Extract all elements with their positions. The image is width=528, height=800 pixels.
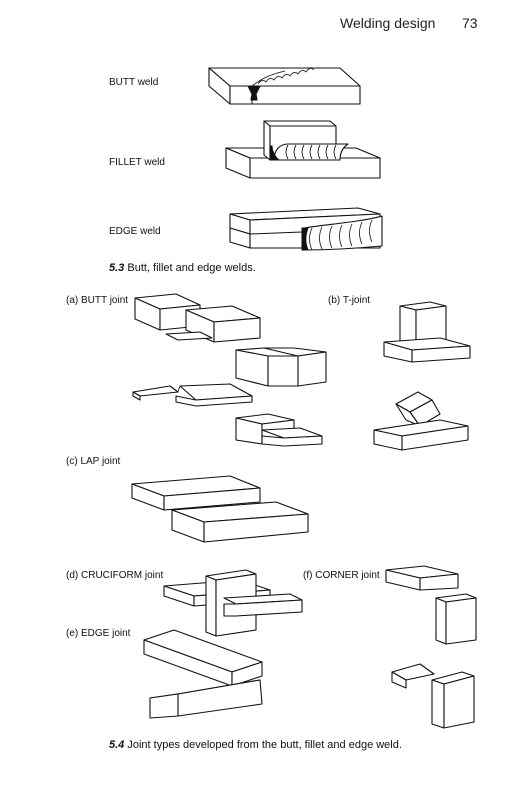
figure-5-3-caption-text: Butt, fillet and edge welds. [127, 262, 256, 274]
butt-weld-drawing [208, 67, 361, 105]
lap-joint-drawing [131, 475, 309, 543]
butt-weld-label: BUTT weld [109, 77, 159, 88]
figure-5-4-caption-number: 5.4 [109, 739, 125, 751]
corner-joint-label: (f) CORNER joint [303, 570, 380, 581]
butt-joint-label: (a) BUTT joint [66, 295, 129, 306]
edge-joint-drawing [143, 629, 263, 719]
edge-weld-label: EDGE weld [109, 226, 161, 237]
figure-5-4-caption: 5.4 Joint types developed from the butt,… [109, 739, 402, 751]
corner-joint-drawing [385, 565, 477, 729]
figure-5-4-caption-text: Joint types developed from the butt, fil… [127, 739, 402, 751]
figure-5-3-caption: 5.3 Butt, fillet and edge welds. [109, 262, 256, 274]
t-joint-drawing [373, 301, 471, 451]
running-header-title: Welding design [340, 15, 436, 31]
cruciform-joint-drawing [163, 569, 303, 637]
edge-joint-label: (e) EDGE joint [66, 628, 131, 639]
figure-5-3-caption-number: 5.3 [109, 262, 125, 274]
page-number: 73 [462, 15, 478, 31]
lap-joint-label: (c) LAP joint [66, 456, 121, 467]
t-joint-label: (b) T-joint [328, 295, 371, 306]
butt-joint-drawing [132, 293, 327, 447]
fillet-weld-drawing [225, 120, 381, 179]
edge-weld-drawing [229, 207, 383, 251]
cruciform-joint-label: (d) CRUCIFORM joint [66, 570, 164, 581]
fillet-weld-label: FILLET weld [109, 157, 165, 168]
